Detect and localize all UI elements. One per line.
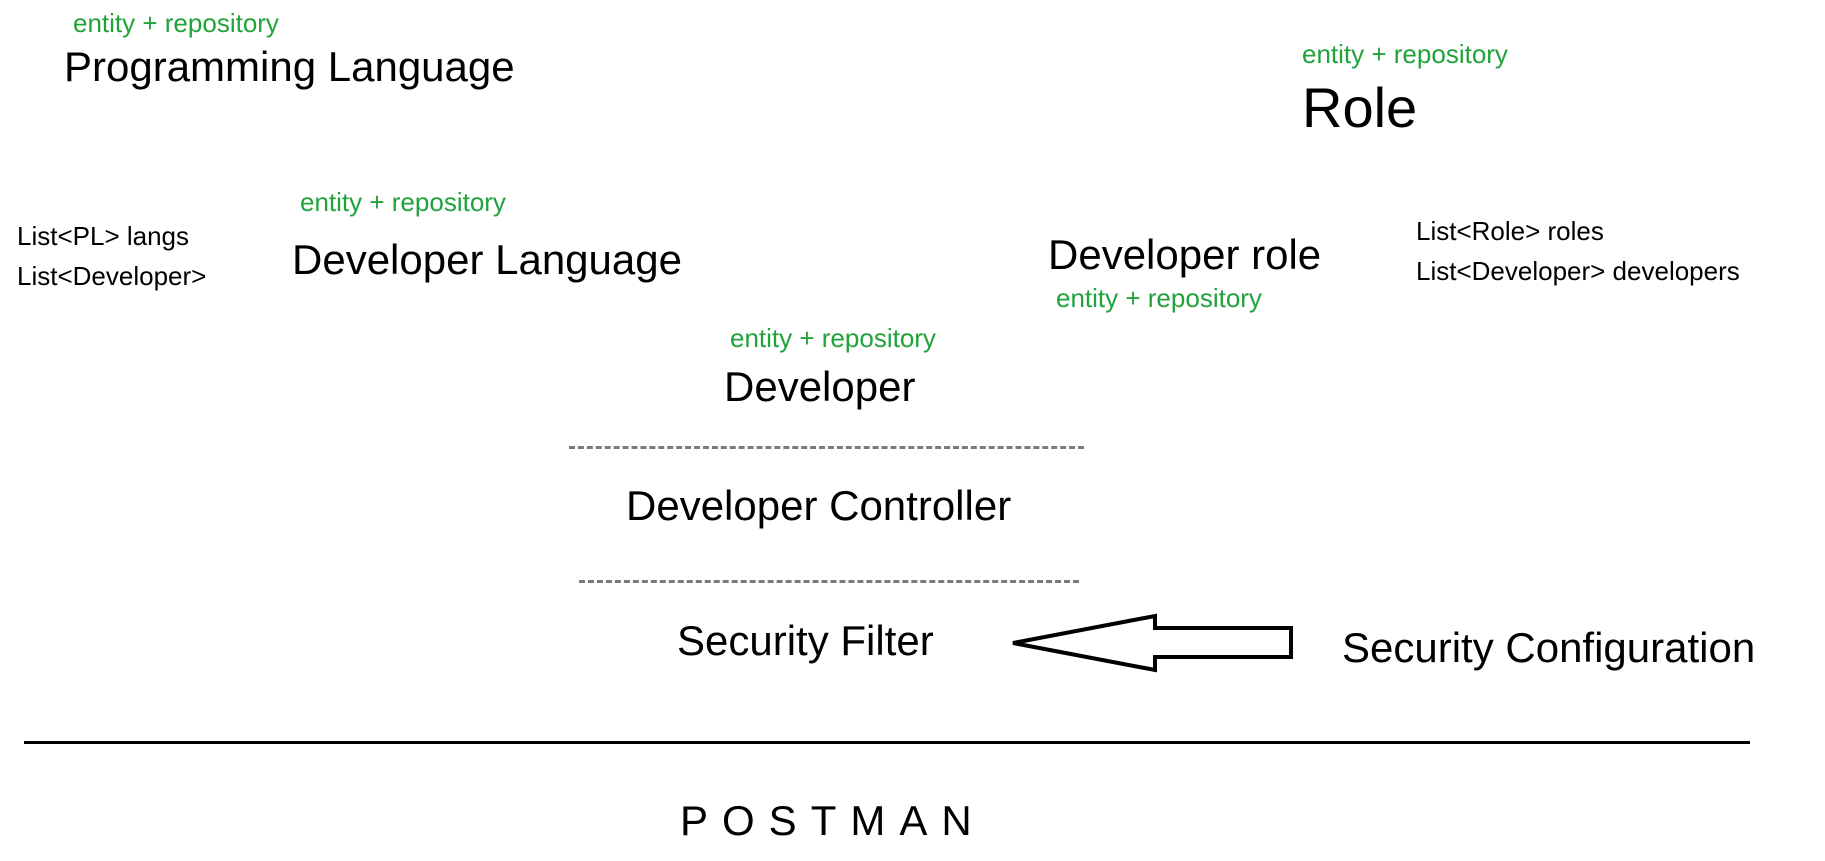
layer-separator [579, 580, 1079, 583]
security-filter-label: Security Filter [677, 617, 934, 664]
developer-role-annotation: entity + repository [1056, 283, 1262, 313]
developer-language-label: Developer Language [292, 236, 682, 283]
developer-annotation: entity + repository [730, 323, 936, 353]
left-arrow-icon [1012, 613, 1293, 673]
developer-label: Developer [724, 363, 916, 410]
developer-language-field: List<PL> langs [17, 221, 190, 251]
developer-role-field: List<Developer> developers [1416, 256, 1740, 286]
programming-language-label: Programming Language [64, 43, 515, 90]
role-annotation: entity + repository [1302, 39, 1508, 69]
developer-language-field: List<Developer> [17, 261, 207, 291]
role-label: Role [1302, 76, 1418, 139]
developer-role-field: List<Role> roles [1416, 216, 1604, 246]
developer-role-label: Developer role [1048, 231, 1322, 278]
client-boundary-line [24, 741, 1750, 744]
layer-separator [569, 446, 1084, 449]
programming-language-annotation: entity + repository [73, 8, 279, 38]
postman-label: POSTMAN [680, 797, 986, 844]
security-configuration-label: Security Configuration [1342, 624, 1756, 671]
developer-controller-label: Developer Controller [626, 482, 1012, 529]
developer-language-annotation: entity + repository [300, 187, 506, 217]
